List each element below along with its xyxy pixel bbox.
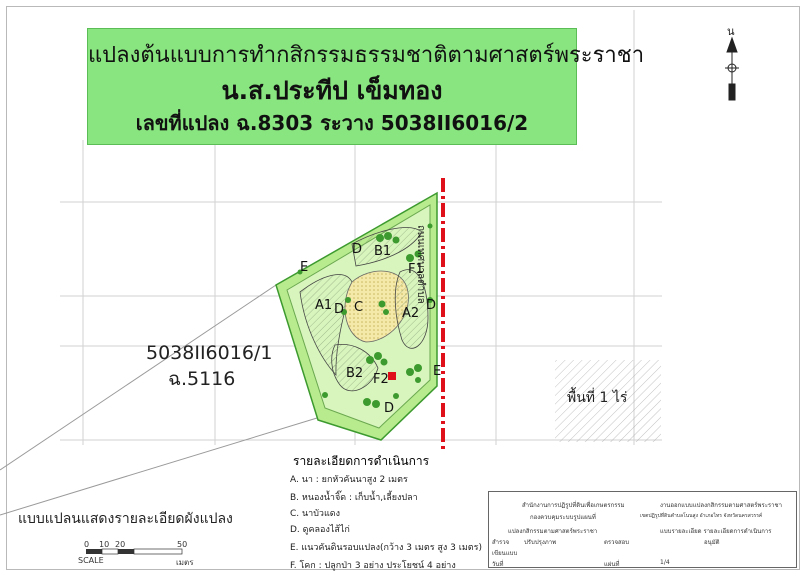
legend-item-f: F. โคก : ปลูกป่า 3 อย่าง ประโยชน์ 4 อย่า… <box>290 561 456 571</box>
title-block-sheet-no: 1/4 <box>660 559 670 566</box>
title-block-sheet: แผ่นที่ <box>604 561 620 568</box>
title-block-agency: สำนักงานการปฏิรูปที่ดินเพื่อเกษตรกรรม <box>522 502 625 509</box>
legend-item-d: D. ดูคลองไส้ไก่ <box>290 525 350 535</box>
zone-label-d-bottom: D <box>384 401 395 416</box>
north-label: น <box>727 25 735 38</box>
title-block-project: งานออกแบบแปลงกสิกรรมตามศาสตร์พระราชา <box>660 502 782 509</box>
title-box: แปลงต้นแบบการทำกสิกรรมธรรมชาติตามศาสตร์พ… <box>87 28 645 145</box>
zone-b1-area <box>351 227 423 267</box>
title-block-approve: อนุมัติ <box>704 539 720 546</box>
zone-label-b2: B2 <box>346 366 364 381</box>
zone-a1-area <box>299 274 353 377</box>
title-owner: น.ส.ประทีป เข็มทอง <box>221 76 443 105</box>
title-block-row-a: แปลงกสิกรรมตามศาสตร์พระราชา <box>508 528 598 535</box>
scale-tick-0: 0 <box>84 540 90 549</box>
zone-b2-area <box>331 343 379 392</box>
title-block-survey: สำรวจ <box>492 539 510 546</box>
title-block-date: วันที่ <box>492 561 504 568</box>
scale-tick-10: 10 <box>99 540 110 549</box>
legend-item-b: B. หนองน้ำจิ๊ด : เก็บน้ำ,เลี้ยงปลา <box>290 493 418 503</box>
title-block-row-b: แบบรายละเอียด รายละเอียดการดำเนินการ <box>660 528 772 535</box>
tree-clusters <box>297 223 433 408</box>
zone-label-b1: B1 <box>374 244 392 259</box>
zone-c-area <box>344 270 409 343</box>
zone-a2-area <box>394 269 429 349</box>
title-block-check: ตรวจสอบ <box>604 539 630 546</box>
scale-tick-50: 50 <box>177 540 188 549</box>
legend-item-a: A. นา : ยกหัวคันนาสูง 2 เมตร <box>290 475 408 485</box>
title-parcel-number: เลขที่แปลง ฉ.8303 ระวาง 5038II6016/2 <box>135 111 529 135</box>
title-block-edit: ปรับปรุงภาพ <box>524 539 557 546</box>
area-reference-label: พื้นที่ 1 ไร่ <box>567 390 628 406</box>
title-project: แปลงต้นแบบการทำกสิกรรมธรรมชาติตามศาสตร์พ… <box>88 43 645 68</box>
zone-label-e-left: E <box>300 260 309 275</box>
house-marker <box>388 372 396 380</box>
title-block-agency-sub: กองควบคุมระบบรูปแผนที่ <box>530 514 596 521</box>
legend-item-e: E. แนวคันดินรอบแปลง(กว้าง 3 เมตร สูง 3 เ… <box>290 543 482 553</box>
zone-label-f1: F1 <box>408 262 424 277</box>
legend-title: รายละเอียดการดำเนินการ <box>293 454 430 468</box>
north-arrow <box>725 36 739 101</box>
zone-label-e-right: E <box>433 364 442 379</box>
legend-item-c: C. นาบัวแดง <box>290 509 341 519</box>
adjacent-parcel-label: 5038II6016/1 ฉ.5116 <box>146 340 272 392</box>
zone-label-d-a1: D <box>334 302 345 317</box>
zone-label-d-right: D <box>426 298 437 313</box>
scale-unit: เมตร <box>176 558 194 567</box>
title-block-draw: เขียนแบบ <box>492 550 518 557</box>
title-block-project-sub: เขตปฏิรูปที่ดินตำบลโนนสูง อำเภอไทร จังหว… <box>640 513 763 519</box>
zone-label-a2: A2 <box>402 306 420 321</box>
zone-label-d-top: D <box>352 242 363 257</box>
parcel <box>275 191 438 441</box>
zone-label-c: C <box>354 300 364 315</box>
scale-tick-20: 20 <box>115 540 126 549</box>
sheet-frame <box>6 6 800 570</box>
zone-label-f2: F2 <box>373 372 389 387</box>
area-reference-square <box>555 360 661 442</box>
zone-label-a1: A1 <box>315 298 333 313</box>
adjacent-boundary <box>0 284 318 516</box>
adjacent-parcel-number: ฉ.5116 <box>168 368 236 390</box>
adjacent-parcel-sheet: 5038II6016/1 <box>146 342 273 364</box>
road-label: ถนนเทศบาลตำบล <box>415 225 426 304</box>
plan-title: แบบแปลนแสดงรายละเอียดผังแปลง <box>18 511 233 527</box>
scale-bar <box>86 548 183 555</box>
title-block <box>488 491 797 568</box>
scale-label: SCALE <box>78 556 104 565</box>
